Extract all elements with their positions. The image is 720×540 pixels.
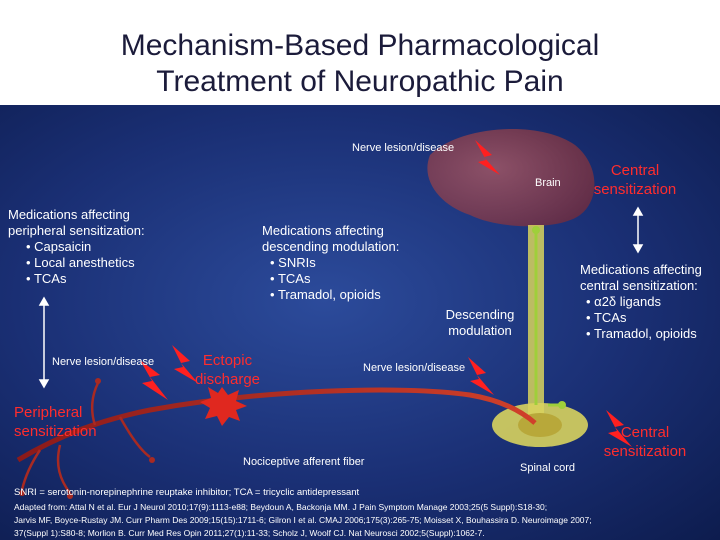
diagram-artwork bbox=[16, 128, 644, 499]
footnote-reference-1: Adapted from: Attal N et al. Eur J Neuro… bbox=[14, 502, 548, 512]
nerve-lesion-left-label: Nerve lesion/disease bbox=[52, 356, 155, 368]
central-meds-list: α2δ ligands TCAs Tramadol, opioids bbox=[580, 294, 705, 342]
nociceptive-fiber-label: Nociceptive afferent fiber bbox=[243, 456, 365, 468]
descending-meds-block: Medications affecting descending modulat… bbox=[262, 223, 432, 303]
lightning-bolt-icon bbox=[140, 360, 168, 400]
lightning-bolt-icon bbox=[606, 410, 632, 447]
brain-shape bbox=[427, 128, 595, 227]
title-line-2: Treatment of Neuropathic Pain bbox=[156, 65, 564, 98]
list-item: TCAs bbox=[20, 271, 188, 287]
descending-meds-heading: Medications affecting descending modulat… bbox=[262, 223, 400, 254]
footnote-abbreviations: SNRI = serotonin-norepinephrine reuptake… bbox=[14, 487, 360, 498]
central-sensitization-bottom-label: Central sensitization bbox=[603, 424, 687, 460]
arrow-up-down-icon bbox=[38, 296, 50, 389]
list-item: Tramadol, opioids bbox=[580, 326, 705, 342]
ectopic-burst-icon bbox=[200, 387, 247, 426]
central-sensitization-top-label: Central sensitization bbox=[593, 162, 677, 198]
spinal-cord-label: Spinal cord bbox=[520, 462, 576, 474]
central-meds-block: Medications affecting central sensitizat… bbox=[580, 262, 705, 342]
descending-modulation-label: Descending modulation bbox=[445, 307, 515, 338]
descending-pathway bbox=[532, 226, 566, 409]
list-item: α2δ ligands bbox=[580, 294, 705, 310]
nerve-lesion-mid-label: Nerve lesion/disease bbox=[363, 362, 466, 374]
peripheral-meds-block: Medications affecting peripheral sensiti… bbox=[8, 207, 188, 287]
peripheral-sensitization-label: Peripheral sensitization bbox=[14, 404, 97, 440]
diagram-panel: Nerve lesion/disease Brain Central sensi… bbox=[0, 105, 720, 540]
list-item: TCAs bbox=[264, 271, 432, 287]
peripheral-meds-list: Capsaicin Local anesthetics TCAs bbox=[20, 239, 188, 287]
list-item: Tramadol, opioids bbox=[264, 287, 432, 303]
list-item: Local anesthetics bbox=[20, 255, 188, 271]
footnote-reference-3: 37(Suppl 1):S80-8; Morlion B. Curr Med R… bbox=[14, 528, 485, 538]
list-item: TCAs bbox=[580, 310, 705, 326]
arrow-up-down-icon bbox=[632, 206, 644, 254]
title-line-1: Mechanism-Based Pharmacological bbox=[120, 29, 600, 62]
peripheral-meds-heading: Medications affecting peripheral sensiti… bbox=[8, 207, 145, 238]
nerve-fiber bbox=[16, 387, 537, 463]
brain-label: Brain bbox=[535, 177, 561, 189]
lightning-bolt-icon bbox=[172, 345, 198, 383]
page-title: Mechanism-Based Pharmacological Treatmen… bbox=[0, 28, 720, 100]
lightning-bolt-icon bbox=[475, 140, 500, 175]
descending-meds-list: SNRIs TCAs Tramadol, opioids bbox=[264, 255, 432, 303]
central-meds-heading: Medications affecting central sensitizat… bbox=[580, 262, 702, 293]
nerve-lesion-top-label: Nerve lesion/disease bbox=[352, 142, 455, 154]
ectopic-discharge-label: Ectopic discharge bbox=[194, 352, 261, 388]
footnote-reference-2: Jarvis MF, Boyce-Rustay JM. Curr Pharm D… bbox=[14, 515, 592, 525]
title-band bbox=[0, 0, 720, 105]
list-item: Capsaicin bbox=[20, 239, 188, 255]
list-item: SNRIs bbox=[264, 255, 432, 271]
lightning-bolt-icon bbox=[468, 357, 494, 395]
